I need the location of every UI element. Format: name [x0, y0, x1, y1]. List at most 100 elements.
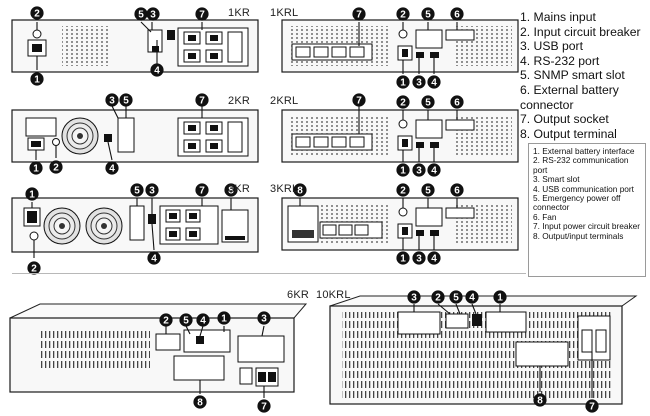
svg-text:1: 1 — [221, 314, 227, 325]
svg-text:5: 5 — [425, 98, 431, 109]
panel-3krl — [281, 197, 519, 251]
callout-3: 3 — [146, 7, 160, 21]
svg-text:6: 6 — [454, 98, 460, 109]
svg-text:7: 7 — [589, 402, 595, 413]
panel-1kr — [11, 19, 259, 73]
callout-3: 3 — [145, 183, 159, 197]
svg-text:5: 5 — [123, 96, 129, 107]
callout-3: 3 — [412, 251, 426, 265]
svg-text:4: 4 — [431, 78, 437, 89]
svg-text:8: 8 — [197, 398, 203, 409]
callout-2: 2 — [159, 313, 173, 327]
callout-3: 3 — [105, 93, 119, 107]
callout-4: 4 — [196, 313, 210, 327]
legend-item: 1. Mains input — [520, 10, 596, 24]
svg-text:4: 4 — [109, 164, 115, 175]
callout-5: 5 — [421, 95, 435, 109]
legend-box-item: 7. Input power circuit breaker — [533, 221, 640, 232]
callout-1: 1 — [29, 161, 43, 175]
callout-6: 6 — [450, 183, 464, 197]
callout-4: 4 — [465, 290, 479, 304]
svg-text:7: 7 — [199, 186, 205, 197]
svg-text:3: 3 — [261, 314, 267, 325]
callout-1: 1 — [25, 187, 39, 201]
legend-box-item: 6. Fan — [533, 211, 557, 222]
svg-text:5: 5 — [425, 10, 431, 21]
svg-text:3: 3 — [150, 10, 156, 21]
leader-lines — [31, 21, 593, 398]
svg-text:4: 4 — [151, 254, 157, 265]
callout-4: 4 — [150, 63, 164, 77]
svg-text:1: 1 — [34, 75, 40, 86]
callout-3: 3 — [407, 290, 421, 304]
panel-3kr — [11, 197, 259, 253]
svg-text:1: 1 — [400, 166, 406, 177]
model-label-2kr: 2KR — [228, 95, 250, 107]
callout-2: 2 — [49, 160, 63, 174]
callout-5: 5 — [119, 93, 133, 107]
callout-3: 3 — [412, 163, 426, 177]
panel-1krl — [281, 19, 519, 73]
callout-2: 2 — [27, 261, 41, 275]
legend-box-item: 2. RS-232 communication port — [533, 155, 629, 175]
model-label-3kr: 3KR — [228, 183, 250, 195]
callout-5: 5 — [130, 183, 144, 197]
svg-text:5: 5 — [453, 293, 459, 304]
divider — [12, 273, 526, 274]
svg-text:2: 2 — [400, 10, 406, 21]
svg-text:7: 7 — [356, 10, 362, 21]
large-model-legend: 1. External battery interface 2. RS-232 … — [528, 143, 646, 277]
svg-text:1: 1 — [497, 293, 503, 304]
svg-text:2: 2 — [53, 163, 59, 174]
svg-text:3: 3 — [416, 254, 422, 265]
component-legend: 1. Mains input 2. Input circuit breaker … — [520, 10, 648, 141]
svg-text:6: 6 — [454, 186, 460, 197]
callout-3: 3 — [412, 75, 426, 89]
legend-item: 4. RS-232 port — [520, 53, 600, 68]
callout-1: 1 — [396, 163, 410, 177]
callout-7: 7 — [195, 183, 209, 197]
svg-text:2: 2 — [31, 264, 37, 275]
model-label-10krl: 10KRL — [316, 289, 351, 301]
callout-5: 5 — [179, 313, 193, 327]
svg-text:2: 2 — [435, 293, 441, 304]
panel-2krl — [281, 109, 519, 163]
callout-4: 4 — [427, 163, 441, 177]
callout-3: 3 — [257, 311, 271, 325]
legend-item: 7. Output socket — [520, 112, 609, 127]
callout-7: 7 — [195, 93, 209, 107]
panel-2kr — [11, 109, 259, 163]
callout-7: 7 — [585, 399, 599, 413]
legend-box-item: 5. Emergency power off connector — [533, 193, 621, 213]
callout-1: 1 — [217, 311, 231, 325]
callout-2: 2 — [396, 95, 410, 109]
svg-text:3: 3 — [109, 96, 115, 107]
svg-text:2: 2 — [34, 9, 40, 20]
callout-8: 8 — [293, 183, 307, 197]
model-label-2krl: 2KRL — [270, 95, 299, 107]
callout-7: 7 — [352, 93, 366, 107]
callout-6: 6 — [450, 95, 464, 109]
callout-5: 5 — [449, 290, 463, 304]
svg-text:8: 8 — [228, 186, 234, 197]
svg-text:5: 5 — [183, 316, 189, 327]
svg-text:3: 3 — [416, 78, 422, 89]
svg-text:4: 4 — [469, 293, 475, 304]
svg-text:7: 7 — [199, 10, 205, 21]
callout-2: 2 — [30, 6, 44, 20]
legend-box-item: 1. External battery interface — [533, 146, 635, 156]
callout-2: 2 — [431, 290, 445, 304]
model-label-1krl: 1KRL — [270, 7, 299, 19]
svg-text:1: 1 — [29, 190, 35, 201]
svg-text:3: 3 — [411, 293, 417, 304]
callout-2: 2 — [396, 183, 410, 197]
svg-text:7: 7 — [356, 96, 362, 107]
legend-item: 5. SNMP smart slot — [520, 68, 625, 83]
callout-7: 7 — [195, 7, 209, 21]
callout-4: 4 — [427, 75, 441, 89]
svg-text:2: 2 — [400, 186, 406, 197]
svg-text:7: 7 — [199, 96, 205, 107]
svg-text:3: 3 — [149, 186, 155, 197]
